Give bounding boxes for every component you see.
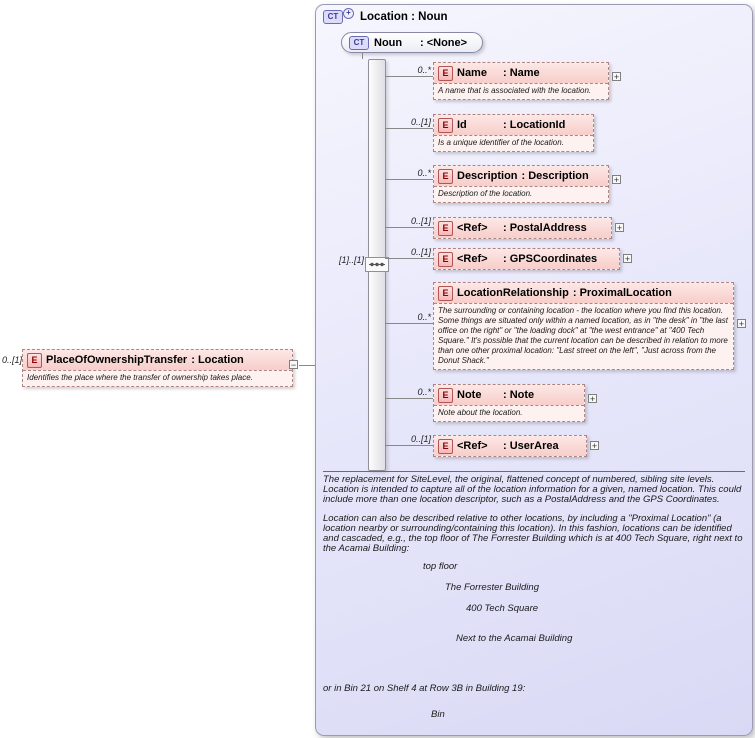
connector-line [385, 179, 433, 180]
element-type: : ProximalLocation [572, 287, 672, 299]
type-documentation: The replacement for SiteLevel, the origi… [323, 471, 745, 720]
doc-example-line: The Forrester Building [445, 582, 539, 593]
element-name: LocationRelationship [457, 287, 569, 299]
element-name: Note [457, 389, 482, 401]
connector-line [385, 323, 433, 324]
expand-button[interactable]: + [612, 175, 621, 185]
element-box-userarea-ref[interactable]: E <Ref> : UserArea [433, 435, 587, 457]
doc-paragraph: The replacement for SiteLevel, the origi… [323, 474, 742, 505]
complextype-plus-icon: + [343, 7, 354, 19]
element-name: Description [457, 170, 518, 182]
element-box-name[interactable]: E Name : Name A name that is associated … [433, 62, 609, 100]
element-icon: E [438, 438, 453, 454]
element-annotation: Is a unique identifier of the location. [434, 135, 593, 151]
doc-paragraph: or in Bin 21 on Shelf 4 at Row 3B in Bui… [323, 683, 526, 694]
expand-button[interactable]: + [737, 319, 746, 329]
element-icon: E [438, 285, 453, 301]
cardinality-label: 0..[1] [410, 434, 431, 444]
complextype-icon: CT [323, 10, 343, 24]
element-box-locationrelationship[interactable]: E LocationRelationship : ProximalLocatio… [433, 282, 734, 370]
cardinality-label: 0..[1] [410, 216, 431, 226]
cardinality-label: 0..* [417, 65, 431, 75]
element-icon: E [438, 65, 453, 81]
element-type: : Location [191, 354, 244, 366]
connector-line [299, 365, 316, 366]
element-type: : Note [503, 389, 535, 401]
connector-line [385, 445, 433, 446]
element-icon: E [438, 251, 453, 267]
element-box-postaladdress-ref[interactable]: E <Ref> : PostalAddress [433, 217, 612, 239]
cardinality-label: 0..* [417, 387, 431, 397]
element-icon: E [438, 220, 453, 236]
doc-paragraph: Location can also be described relative … [323, 513, 743, 554]
expand-button[interactable]: + [623, 254, 632, 264]
sequence-icon [365, 257, 389, 272]
doc-example-line: Next to the Acamai Building [456, 633, 573, 644]
element-type: : LocationId [503, 119, 566, 131]
element-name: Name [457, 67, 487, 79]
complextype-icon: CT [349, 35, 369, 50]
element-box-id[interactable]: E Id : LocationId Is a unique identifier… [433, 114, 594, 152]
cardinality-label: 0..* [417, 312, 431, 322]
connector-line [385, 128, 433, 129]
element-type: : PostalAddress [503, 222, 587, 234]
base-type-type: : <None> [420, 36, 468, 49]
element-annotation: Note about the location. [434, 405, 584, 421]
cardinality-label: 0..[1] [410, 247, 431, 257]
element-type: : GPSCoordinates [503, 253, 598, 265]
collapse-button[interactable]: − [289, 360, 298, 370]
expand-button[interactable]: + [612, 72, 621, 82]
source-element-box[interactable]: E PlaceOfOwnershipTransfer : Location Id… [22, 349, 293, 387]
cardinality-label: 0..[1] [410, 117, 431, 127]
element-box-note[interactable]: E Note : Note Note about the location. [433, 384, 585, 422]
sequence-cardinality-label: [1]..[1] [338, 255, 364, 265]
expand-button[interactable]: + [590, 441, 599, 451]
expand-button[interactable]: + [615, 223, 624, 233]
connector-line [385, 76, 433, 77]
element-name: <Ref> [457, 222, 488, 234]
sequence-dots-icon [369, 262, 385, 267]
source-cardinality-label: 0..[1] [2, 355, 23, 365]
element-box-description[interactable]: E Description : Description Description … [433, 165, 609, 203]
element-annotation: Identifies the place where the transfer … [23, 370, 292, 386]
connector-line [385, 227, 433, 228]
element-name: <Ref> [457, 253, 488, 265]
panel-title: Location : Noun [360, 11, 448, 23]
element-annotation: A name that is associated with the locat… [434, 83, 608, 99]
element-type: : Description [521, 170, 589, 182]
connector-line [385, 258, 433, 259]
doc-example-line: top floor [423, 561, 458, 572]
complextype-panel: CT+ Location : Noun CT Noun : <None> [1]… [315, 4, 753, 736]
element-name: <Ref> [457, 440, 488, 452]
element-name: Id [457, 119, 467, 131]
element-type: : Name [503, 67, 540, 79]
cardinality-label: 0..* [417, 168, 431, 178]
element-icon: E [438, 168, 453, 184]
base-type-box[interactable]: CT Noun : <None> [341, 32, 483, 53]
element-annotation: Description of the location. [434, 186, 608, 202]
element-box-gpscoordinates-ref[interactable]: E <Ref> : GPSCoordinates [433, 248, 620, 270]
element-icon: E [438, 387, 453, 403]
element-annotation: The surrounding or containing location -… [434, 303, 733, 369]
connector-line [385, 398, 433, 399]
element-icon: E [438, 117, 453, 133]
doc-example-line: 400 Tech Square [466, 603, 539, 614]
element-type: : UserArea [503, 440, 559, 452]
doc-example-line: Bin [431, 709, 445, 720]
connector-line [362, 53, 363, 59]
expand-button[interactable]: + [588, 394, 597, 404]
base-type-name: Noun [374, 36, 403, 49]
element-name: PlaceOfOwnershipTransfer [46, 354, 188, 366]
element-icon: E [27, 352, 42, 368]
panel-header: CT+ Location : Noun [323, 7, 448, 24]
